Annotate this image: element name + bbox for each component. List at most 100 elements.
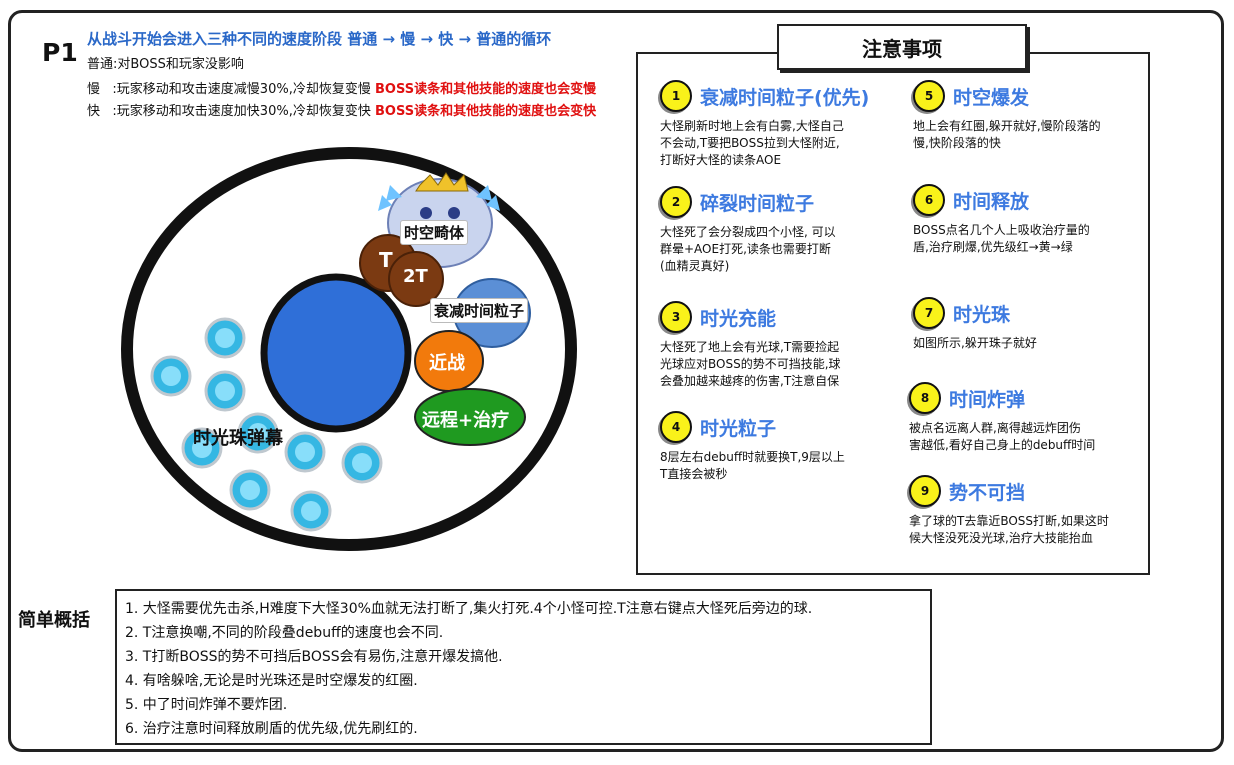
note-desc-line: (血精灵真好) [660, 259, 730, 273]
note-desc: 大怪死了地上会有光球,T需要捡起 光球应对BOSS的势不可挡技能,球 会叠加越来… [660, 339, 841, 390]
note-title: 势不可挡 [949, 481, 1026, 504]
note-desc-line: 不会动,T要把BOSS拉到大怪附近, [660, 136, 840, 150]
note-desc-line: 8层左右debuff时就要换T,9层以上 [660, 450, 845, 464]
arena-svg [121, 147, 577, 551]
note-title: 时间释放 [953, 190, 1030, 213]
note-item-7: 7 时光珠 如图所示,躲开珠子就好 [913, 297, 1037, 352]
note-number-badge: 8 [909, 382, 941, 414]
note-desc-line: 慢,快阶段落的快 [913, 136, 1001, 150]
orb [284, 431, 326, 473]
tank-2t-label: 2T [403, 266, 428, 287]
note-desc-line: 光球应对BOSS的势不可挡技能,球 [660, 357, 841, 371]
note-desc-line: 地上会有红圈,躲开就好,慢阶段落的 [913, 119, 1101, 133]
orb [204, 370, 246, 412]
summary-label: 简单概括 [18, 610, 90, 631]
orb [229, 469, 271, 511]
note-desc-line: 群晕+AOE打死,读条也需要打断 [660, 242, 831, 256]
note-desc: 大怪刷新时地上会有白雾,大怪自己 不会动,T要把BOSS拉到大怪附近, 打断好大… [660, 118, 869, 169]
orb [181, 427, 223, 469]
note-number-badge: 2 [660, 186, 692, 218]
note-desc-line: 如图所示,躲开珠子就好 [913, 336, 1037, 350]
speed-normal-line: 普通:对BOSS和玩家没影响 [87, 53, 244, 72]
note-desc: 大怪死了会分裂成四个小怪, 可以 群晕+AOE打死,读条也需要打断 (血精灵真好… [660, 224, 836, 275]
note-item-4: 4 时光粒子 8层左右debuff时就要换T,9层以上 T直接会被秒 [660, 411, 845, 483]
notes-title: 注意事项 [777, 24, 1027, 70]
boss-label: 时空畸体 [400, 220, 469, 245]
note-item-6: 6 时间释放 BOSS点名几个人上吸收治疗量的 盾,治疗刷爆,优先级红→黄→绿 [913, 184, 1090, 256]
note-desc: BOSS点名几个人上吸收治疗量的 盾,治疗刷爆,优先级红→黄→绿 [913, 222, 1090, 256]
note-item-3: 3 时光充能 大怪死了地上会有光球,T需要捡起 光球应对BOSS的势不可挡技能,球… [660, 301, 841, 390]
note-desc-line: 盾,治疗刷爆,优先级红→黄→绿 [913, 240, 1073, 254]
orb [237, 412, 279, 454]
note-title: 时光珠 [953, 303, 1011, 326]
note-title: 时光充能 [700, 307, 777, 330]
melee-label: 近战 [429, 353, 465, 374]
summary-line: 3. T打断BOSS的势不可挡后BOSS会有易伤,注意开爆发搞他. [125, 649, 503, 665]
summary-line: 6. 治疗注意时间释放刷盾的优先级,优先刷红的. [125, 721, 418, 737]
note-title: 碎裂时间粒子 [700, 192, 815, 215]
note-desc-line: T直接会被秒 [660, 467, 728, 481]
note-title: 衰减时间粒子(优先) [700, 86, 870, 109]
note-desc: 地上会有红圈,躲开就好,慢阶段落的 慢,快阶段落的快 [913, 118, 1101, 152]
speed-text: :玩家移动和攻击速度减慢30%,冷却恢复变慢 [112, 82, 371, 97]
arena-diagram: 时空畸体 T 2T 衰减时间粒子 近战 远程+治疗 时光珠弹幕 [120, 145, 583, 557]
note-number-badge: 4 [660, 411, 692, 443]
note-item-8: 8 时间炸弹 被点名远离人群,离得越远炸团伤 害越低,看好自己身上的debuff时… [909, 382, 1095, 454]
ranged-label: 远程+治疗 [422, 410, 510, 431]
note-number-badge: 9 [909, 475, 941, 507]
note-number-badge: 7 [913, 297, 945, 329]
phase-headline: 从战斗开始会进入三种不同的速度阶段 普通 → 慢 → 快 → 普通的循环 [87, 30, 552, 48]
orb [290, 490, 332, 532]
note-desc-line: 打断好大怪的读条AOE [660, 153, 782, 167]
note-title: 时间炸弹 [949, 388, 1026, 411]
speed-key: 慢 [87, 82, 101, 97]
boss-circle [260, 273, 412, 433]
boss-creature [378, 172, 500, 268]
note-number-badge: 5 [913, 80, 945, 112]
particle-label: 衰减时间粒子 [430, 298, 529, 323]
speed-key: 普通 [87, 57, 114, 72]
note-desc: 被点名远离人群,离得越远炸团伤 害越低,看好自己身上的debuff时间 [909, 420, 1095, 454]
phase-label: P1 [42, 38, 78, 67]
note-number-badge: 3 [660, 301, 692, 333]
note-desc-line: 大怪死了地上会有光球,T需要捡起 [660, 340, 840, 354]
note-title: 时空爆发 [953, 86, 1030, 109]
note-item-9: 9 势不可挡 拿了球的T去靠近BOSS打断,如果这时 候大怪没死没光球,治疗大技能… [909, 475, 1109, 547]
orb [204, 317, 246, 359]
summary-line: 2. T注意换嘲,不同的阶段叠debuff的速度也会不同. [125, 625, 444, 641]
summary-line: 5. 中了时间炸弹不要炸团. [125, 697, 288, 713]
note-item-5: 5 时空爆发 地上会有红圈,躲开就好,慢阶段落的 慢,快阶段落的快 [913, 80, 1101, 152]
note-desc-line: BOSS点名几个人上吸收治疗量的 [913, 223, 1090, 237]
note-desc: 如图所示,躲开珠子就好 [913, 335, 1037, 352]
note-desc-line: 大怪死了会分裂成四个小怪, 可以 [660, 225, 836, 239]
tank-t-label: T [379, 248, 393, 272]
speed-slow-line: 慢 :玩家移动和攻击速度减慢30%,冷却恢复变慢 BOSS读条和其他技能的速度也… [87, 78, 596, 97]
note-desc-line: 被点名远离人群,离得越远炸团伤 [909, 421, 1081, 435]
tank-2t-circle [388, 251, 444, 307]
orb [341, 442, 383, 484]
summary-line: 1. 大怪需要优先击杀,H难度下大怪30%血就无法打断了,集火打死.4个小怪可控… [125, 601, 813, 617]
speed-red-text: BOSS读条和其他技能的速度也会变快 [374, 104, 597, 119]
ranged-ellipse [414, 388, 526, 446]
summary-box: 1. 大怪需要优先击杀,H难度下大怪30%血就无法打断了,集火打死.4个小怪可控… [115, 589, 932, 745]
orb [150, 355, 192, 397]
speed-red-text: BOSS读条和其他技能的速度也会变慢 [374, 82, 597, 97]
note-desc-line: 拿了球的T去靠近BOSS打断,如果这时 [909, 514, 1109, 528]
note-desc-line: 会叠加越来越疼的伤害,T注意自保 [660, 374, 840, 388]
note-item-2: 2 碎裂时间粒子 大怪死了会分裂成四个小怪, 可以 群晕+AOE打死,读条也需要打… [660, 186, 836, 275]
orb-barrage-label: 时光珠弹幕 [193, 428, 283, 449]
note-item-1: 1 衰减时间粒子(优先) 大怪刷新时地上会有白雾,大怪自己 不会动,T要把BOSS… [660, 80, 869, 169]
note-desc-line: 大怪刷新时地上会有白雾,大怪自己 [660, 119, 844, 133]
note-number-badge: 6 [913, 184, 945, 216]
page-frame [8, 10, 1224, 752]
arena-boundary [121, 147, 577, 551]
speed-text: :玩家移动和攻击速度加快30%,冷却恢复变快 [112, 104, 371, 119]
note-number-badge: 1 [660, 80, 692, 112]
speed-key: 快 [87, 104, 101, 119]
summary-line: 4. 有啥躲啥,无论是时光珠还是时空爆发的红圈. [125, 673, 418, 689]
orb-group [150, 317, 383, 532]
note-title: 时光粒子 [700, 417, 777, 440]
note-desc: 8层左右debuff时就要换T,9层以上 T直接会被秒 [660, 449, 845, 483]
note-desc: 拿了球的T去靠近BOSS打断,如果这时 候大怪没死没光球,治疗大技能抬血 [909, 513, 1109, 547]
speed-fast-line: 快 :玩家移动和攻击速度加快30%,冷却恢复变快 BOSS读条和其他技能的速度也… [87, 100, 596, 119]
